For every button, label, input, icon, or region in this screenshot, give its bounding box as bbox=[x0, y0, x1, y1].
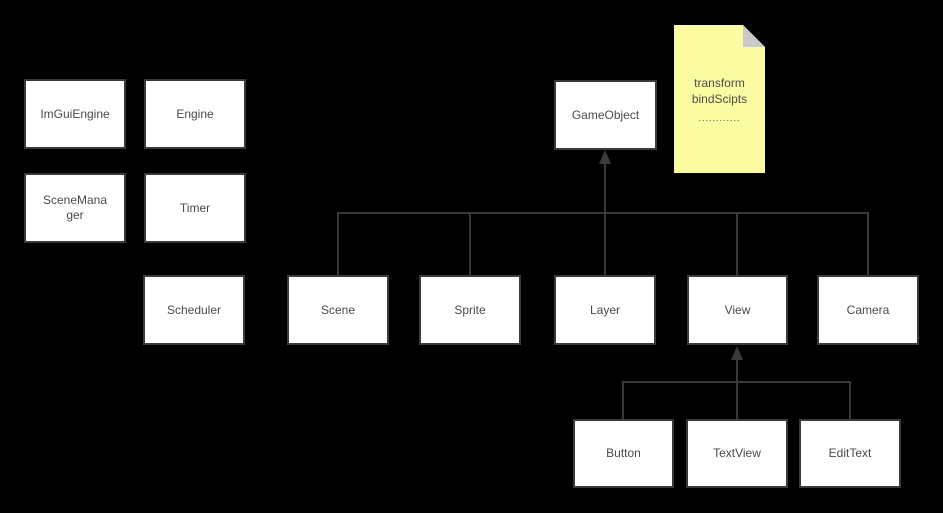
node-engine[interactable]: Engine bbox=[144, 79, 246, 149]
node-scenemanager-label: SceneMana ger bbox=[42, 193, 108, 222]
node-timer-label: Timer bbox=[179, 200, 211, 215]
sticky-note-dots: ............ bbox=[698, 113, 741, 123]
node-sprite[interactable]: Sprite bbox=[419, 275, 521, 345]
node-camera-label: Camera bbox=[846, 302, 890, 317]
edge-button-drop bbox=[622, 381, 624, 419]
node-button-label: Button bbox=[606, 446, 641, 460]
edge-edittext-drop bbox=[849, 381, 851, 419]
edge-layer-gameobject-vertical bbox=[604, 163, 606, 275]
node-sprite-label: Sprite bbox=[454, 302, 486, 317]
edge-camera-drop bbox=[867, 212, 869, 275]
node-scenemanager[interactable]: SceneMana ger bbox=[24, 173, 126, 243]
node-camera[interactable]: Camera bbox=[817, 275, 919, 345]
node-scene[interactable]: Scene bbox=[287, 275, 389, 345]
node-imguiengine[interactable]: ImGuiEngine bbox=[24, 79, 126, 149]
node-timer[interactable]: Timer bbox=[144, 173, 246, 243]
arrowhead-into-gameobject-icon bbox=[599, 150, 611, 164]
sticky-note-body: transform bindScipts ............ bbox=[674, 25, 765, 173]
node-gameobject[interactable]: GameObject bbox=[554, 80, 657, 150]
node-imguiengine-label: ImGuiEngine bbox=[40, 106, 110, 121]
sticky-note[interactable]: transform bindScipts ............ bbox=[674, 25, 765, 173]
node-scene-label: Scene bbox=[320, 302, 356, 317]
edge-textview-view-vertical bbox=[736, 359, 738, 419]
node-textview-label: TextView bbox=[713, 446, 761, 460]
edge-scene-drop bbox=[337, 212, 339, 275]
node-gameobject-label: GameObject bbox=[571, 107, 640, 122]
node-view[interactable]: View bbox=[687, 275, 788, 345]
sticky-note-fold-corner-icon bbox=[743, 25, 765, 47]
node-edittext[interactable]: EditText bbox=[799, 419, 901, 488]
edge-sprite-drop bbox=[469, 212, 471, 275]
node-textview[interactable]: TextView bbox=[686, 419, 788, 488]
edge-view-drop bbox=[736, 212, 738, 275]
node-scheduler[interactable]: Scheduler bbox=[143, 275, 245, 345]
arrowhead-into-view-icon bbox=[731, 346, 743, 360]
node-layer[interactable]: Layer bbox=[554, 275, 656, 345]
node-engine-label: Engine bbox=[176, 106, 214, 121]
node-scheduler-label: Scheduler bbox=[166, 302, 222, 317]
node-button[interactable]: Button bbox=[573, 419, 674, 488]
sticky-note-line2: bindScipts bbox=[691, 92, 748, 106]
node-layer-label: Layer bbox=[589, 302, 621, 317]
node-edittext-label: EditText bbox=[828, 446, 872, 460]
sticky-note-line1: transform bbox=[694, 76, 745, 90]
node-view-label: View bbox=[724, 302, 751, 317]
edge-gameobject-children-horizontal bbox=[337, 212, 869, 214]
